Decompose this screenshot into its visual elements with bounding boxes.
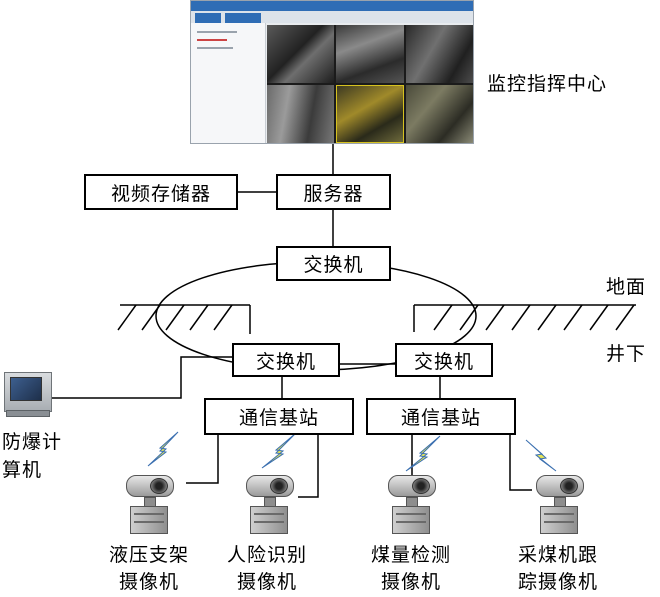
right-switch-box: 交换机 bbox=[395, 343, 493, 377]
camera-label-person-line1: 人险识别 bbox=[226, 544, 307, 566]
wireless-signal-icon bbox=[261, 432, 297, 469]
video-storage-box: 视频存储器 bbox=[84, 174, 238, 210]
computer-label-line2: 算机 bbox=[2, 459, 43, 481]
top-switch-box: 交换机 bbox=[276, 246, 391, 281]
monitoring-center-label: 监控指挥中心 bbox=[487, 73, 608, 95]
computer-label-line1: 防爆计 bbox=[2, 431, 63, 453]
camera-icon bbox=[382, 473, 442, 535]
server-box: 服务器 bbox=[276, 174, 391, 210]
ground-below-label: 井下 bbox=[606, 343, 647, 365]
wireless-signal-icon bbox=[405, 435, 441, 472]
ground-above-label: 地面 bbox=[606, 276, 647, 298]
camera-label-hydraulic-line1: 液压支架 bbox=[108, 544, 189, 566]
camera-grid bbox=[267, 25, 473, 143]
camera-feed bbox=[267, 85, 335, 143]
monitor-titlebar bbox=[191, 1, 473, 11]
camera-feed bbox=[405, 85, 473, 143]
camera-icon bbox=[120, 473, 180, 535]
camera-feed bbox=[336, 85, 404, 143]
monitor-tab bbox=[225, 13, 261, 23]
computer-icon bbox=[4, 372, 52, 418]
camera-icon bbox=[530, 473, 590, 535]
camera-label-hydraulic-line2: 摄像机 bbox=[118, 571, 179, 593]
camera-label-shearer-line1: 采煤机跟 bbox=[517, 544, 598, 566]
camera-feed bbox=[267, 25, 335, 83]
monitor-tab bbox=[195, 13, 221, 23]
camera-label-coal-volume-line1: 煤量检测 bbox=[370, 544, 451, 566]
monitor-tabbar bbox=[191, 11, 473, 23]
camera-label-person-line2: 摄像机 bbox=[236, 571, 297, 593]
wireless-signal-icon bbox=[147, 431, 179, 467]
left-switch-box: 交换机 bbox=[232, 343, 340, 377]
right-base-station-box: 通信基站 bbox=[366, 398, 516, 435]
left-base-station-box: 通信基站 bbox=[204, 398, 354, 435]
camera-icon bbox=[240, 473, 300, 535]
camera-feed bbox=[405, 25, 473, 83]
monitor-sidebar bbox=[191, 23, 266, 143]
camera-feed bbox=[336, 25, 404, 83]
wireless-signal-icon bbox=[525, 439, 557, 472]
monitoring-screen bbox=[190, 0, 474, 144]
camera-label-coal-volume-line2: 摄像机 bbox=[380, 571, 441, 593]
camera-label-shearer-line2: 踪摄像机 bbox=[517, 571, 598, 593]
